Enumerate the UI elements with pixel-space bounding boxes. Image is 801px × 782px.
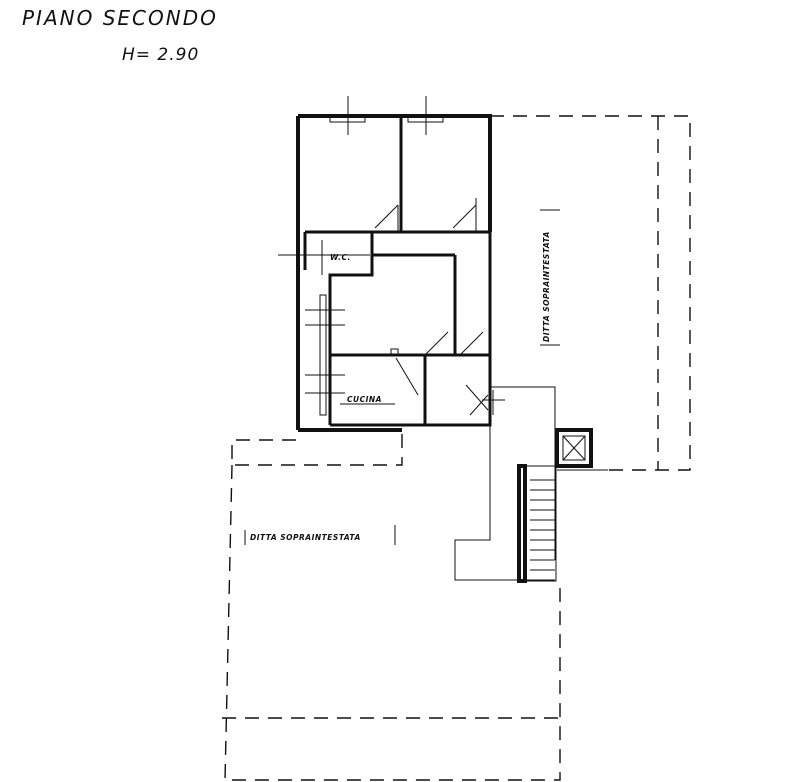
south-neighbour-label-group: DITTA SOPRAINTESTATA: [244, 525, 396, 545]
wc-label: W.C.: [330, 253, 351, 262]
apartment-walls: [278, 96, 505, 432]
stair-landing: [454, 386, 608, 583]
plan-title: PIANO SECONDO: [22, 6, 218, 30]
adjacent-property-east: [490, 115, 691, 471]
adjacent-property-south: [222, 432, 561, 781]
elevator-shaft: [555, 428, 593, 468]
south-neighbour-label: DITTA SOPRAINTESTATA: [250, 533, 361, 542]
east-neighbour-label: DITTA SOPRAINTESTATA: [542, 231, 551, 342]
ceiling-height-label: H= 2.90: [122, 45, 199, 65]
kitchen-label: CUCINA: [347, 395, 382, 404]
east-neighbour-label-group: DITTA SOPRAINTESTATA: [540, 209, 560, 346]
